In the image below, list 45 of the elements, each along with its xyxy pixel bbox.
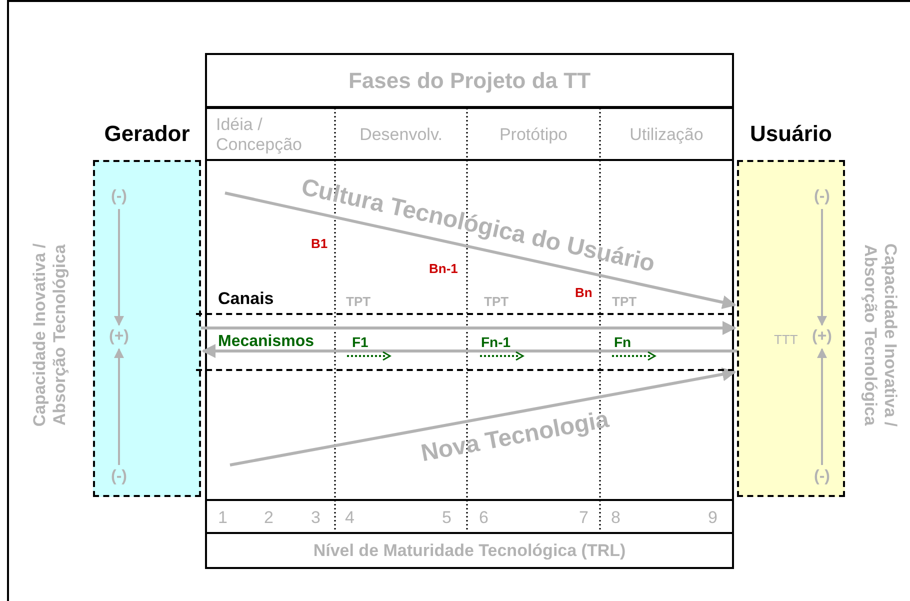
header-cell: Fases do Projeto da TT [205, 53, 734, 109]
sign-text: (+) [104, 327, 134, 347]
band-text: Mecanismos [218, 333, 314, 351]
stage-tag: TPT [346, 294, 371, 309]
scale-number: 4 [345, 508, 354, 528]
scale-number: 1 [218, 508, 228, 528]
flow-tag: Fn-1 [481, 334, 511, 350]
flow-tag: F1 [352, 334, 368, 350]
stage-tag: TPT [612, 294, 637, 309]
arrow [817, 348, 827, 465]
phase-cell: Idéia / Concepção [206, 109, 335, 160]
arrow [202, 344, 737, 358]
bubble-tag: B1 [311, 236, 328, 251]
arrow [817, 209, 827, 326]
sign-text: (-) [104, 187, 134, 207]
arrow [230, 367, 736, 466]
bubble-tag: Bn [575, 285, 592, 300]
scale-number: 5 [442, 508, 452, 528]
flow-tag: Fn [614, 334, 632, 350]
arrow [114, 348, 124, 465]
stage-tag: TPT [484, 294, 509, 309]
band-heading: Canais [218, 288, 274, 310]
scale-number: 7 [579, 508, 588, 528]
stage-tag: TTT [774, 332, 798, 347]
panel-heading: Gerador [103, 120, 191, 148]
phase-cell: Desenvolv. [335, 109, 467, 160]
phase-cell: Protótipo [467, 109, 600, 160]
edge-label: Nova Tecnologia [419, 406, 611, 468]
bubble-tag: Bn-1 [429, 261, 458, 276]
sign-text: (-) [807, 467, 837, 487]
scale-number: 2 [264, 508, 274, 528]
sign-text: (+) [807, 327, 837, 347]
scale-number: 3 [311, 508, 320, 528]
axis-label: Capacidade Inovativa / Absorção Tecnológica [860, 242, 900, 429]
arrow [224, 192, 736, 310]
phase-cell: Utilização [600, 109, 733, 160]
scale-number: 8 [611, 508, 620, 528]
sign-text: (-) [104, 467, 134, 487]
arrow [114, 209, 124, 326]
arrow [201, 321, 736, 335]
axis-label: Capacidade Inovativa / Absorção Tecnológica [30, 242, 70, 429]
sign-text: (-) [807, 187, 837, 207]
scale-number: 6 [479, 508, 488, 528]
panel-heading: Usuário [749, 120, 833, 148]
scale-number: 9 [708, 508, 718, 528]
